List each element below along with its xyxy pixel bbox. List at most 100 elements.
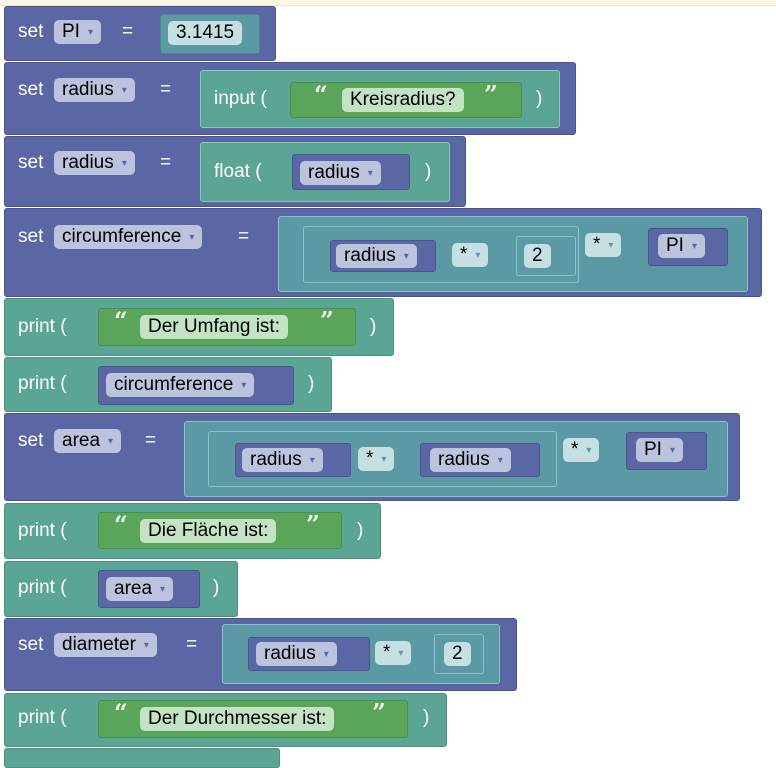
close-quote-icon: ” [320, 306, 334, 335]
variable-dropdown[interactable]: radius ▾ [256, 642, 337, 666]
dropdown-arrow-icon: ▾ [381, 454, 387, 465]
equals-label: = [145, 430, 157, 451]
operator-dropdown[interactable]: *▾ [452, 243, 489, 267]
print-label: print ( [18, 316, 67, 337]
open-quote-icon: “ [114, 306, 128, 335]
equals-label: = [122, 21, 134, 42]
dropdown-arrow-icon: ▾ [669, 445, 675, 456]
var-name: PI [666, 235, 684, 256]
operator-dropdown[interactable]: *▾ [563, 438, 600, 462]
input-label: input ( [214, 88, 267, 109]
close-paren: ) [423, 707, 430, 728]
dropdown-arrow-icon: ▾ [87, 27, 93, 38]
dropdown-arrow-icon: ▾ [121, 85, 127, 96]
operator-dropdown[interactable]: *▾ [375, 641, 412, 665]
dropdown-arrow-icon: ▾ [160, 584, 166, 595]
equals-label: = [160, 79, 172, 100]
float-label: float ( [214, 161, 262, 182]
text-field[interactable]: Kreisradius? [342, 88, 464, 112]
text-field[interactable]: Die Fläche ist: [140, 519, 277, 543]
print-label: print ( [18, 520, 67, 541]
variable-dropdown[interactable]: radius ▾ [54, 78, 135, 102]
dropdown-arrow-icon: ▾ [309, 455, 315, 466]
var-name: radius [438, 449, 490, 470]
operator: * [383, 642, 391, 663]
open-quote-icon: “ [114, 698, 128, 727]
dropdown-arrow-icon: ▾ [586, 445, 592, 456]
number-field[interactable]: 2 [444, 642, 471, 666]
dropdown-arrow-icon: ▾ [143, 640, 149, 651]
variable-dropdown[interactable]: area ▾ [54, 429, 122, 453]
close-paren: ) [308, 373, 315, 394]
dropdown-arrow-icon: ▾ [403, 251, 409, 262]
variable-dropdown[interactable]: circumference ▾ [106, 373, 255, 397]
operator-dropdown[interactable]: *▾ [585, 233, 622, 257]
dropdown-arrow-icon: ▾ [121, 158, 127, 169]
var-name: radius [308, 162, 360, 183]
var-name: area [114, 578, 153, 599]
equals-label: = [160, 152, 172, 173]
text-field[interactable]: Der Durchmesser ist: [140, 707, 335, 731]
close-paren: ) [425, 161, 432, 182]
dropdown-arrow-icon: ▾ [691, 241, 697, 252]
variable-dropdown[interactable]: area ▾ [106, 577, 174, 601]
equals-label: = [186, 634, 198, 655]
dropdown-arrow-icon: ▾ [398, 648, 404, 659]
close-paren: ) [357, 520, 364, 541]
print-label: print ( [18, 577, 67, 598]
variable-dropdown[interactable]: radius▾ [300, 161, 381, 185]
dropdown-arrow-icon: ▾ [475, 250, 481, 261]
close-paren: ) [370, 316, 377, 337]
operator: * [366, 448, 374, 469]
top-border [0, 0, 776, 6]
set-label: set [18, 226, 44, 247]
var-name: diameter [62, 634, 136, 655]
next-block-partial[interactable] [4, 748, 280, 768]
number-field[interactable]: 3.1415 [168, 21, 243, 45]
set-label: set [18, 430, 44, 451]
open-quote-icon: “ [114, 510, 128, 539]
dropdown-arrow-icon: ▾ [608, 240, 614, 251]
print-label: print ( [18, 707, 67, 728]
print-label: print ( [18, 373, 67, 394]
var-name: PI [644, 439, 662, 460]
operator: * [571, 439, 579, 460]
close-quote-icon: ” [306, 510, 320, 539]
close-paren: ) [213, 577, 220, 598]
dropdown-arrow-icon: ▾ [497, 455, 503, 466]
dropdown-arrow-icon: ▾ [323, 649, 329, 660]
set-label: set [18, 21, 44, 42]
variable-dropdown[interactable]: radius ▾ [242, 448, 323, 472]
operator: * [460, 244, 468, 265]
variable-dropdown[interactable]: circumference ▾ [54, 225, 203, 249]
variable-dropdown[interactable]: PI ▾ [54, 20, 101, 44]
set-label: set [18, 634, 44, 655]
var-name: circumference [62, 226, 182, 247]
dropdown-arrow-icon: ▾ [189, 232, 195, 243]
var-name: radius [62, 152, 114, 173]
open-quote-icon: “ [314, 80, 328, 109]
operator-dropdown[interactable]: *▾ [358, 447, 395, 471]
set-label: set [18, 152, 44, 173]
dropdown-arrow-icon: ▾ [108, 436, 114, 447]
variable-dropdown[interactable]: diameter ▾ [54, 633, 157, 657]
var-name: radius [250, 449, 302, 470]
set-label: set [18, 79, 44, 100]
var-name: radius [344, 245, 396, 266]
dropdown-arrow-icon: ▾ [241, 380, 247, 391]
variable-dropdown[interactable]: radius ▾ [54, 151, 135, 175]
var-name: radius [62, 79, 114, 100]
var-name: circumference [114, 374, 234, 395]
var-name: area [62, 430, 101, 451]
variable-dropdown[interactable]: PI ▾ [658, 234, 705, 258]
text-field[interactable]: Der Umfang ist: [140, 315, 288, 339]
variable-dropdown[interactable]: radius ▾ [430, 448, 511, 472]
variable-dropdown[interactable]: PI ▾ [636, 438, 683, 462]
var-name: radius [264, 643, 316, 664]
number-field[interactable]: 2 [524, 244, 551, 268]
close-quote-icon: ” [372, 698, 386, 727]
operator: * [593, 234, 601, 255]
var-name: PI [62, 21, 80, 42]
variable-dropdown[interactable]: radius ▾ [336, 244, 417, 268]
close-quote-icon: ” [484, 80, 498, 109]
